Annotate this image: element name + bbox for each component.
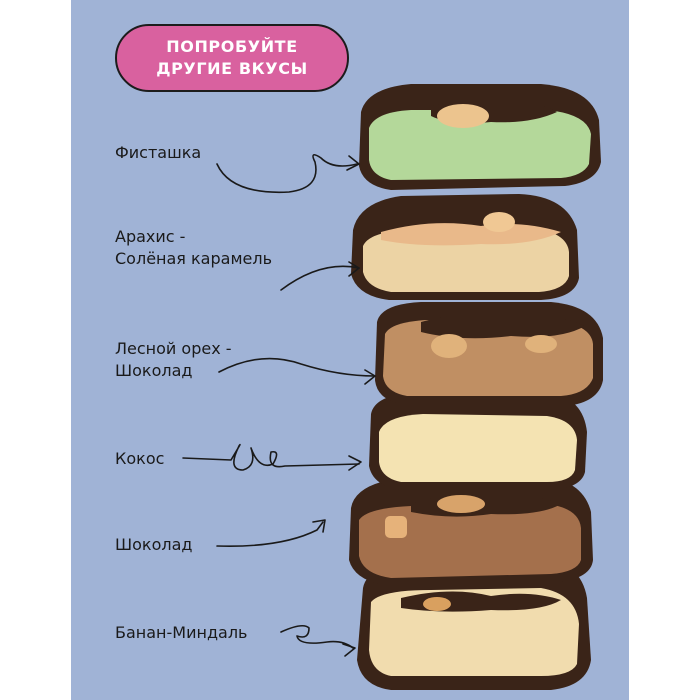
arrow-banana-head	[342, 643, 356, 657]
label-coconut: Кокос	[115, 449, 165, 468]
label-peanut-caramel: Арахис - Солёная карамель	[115, 227, 273, 268]
bar-coconut	[369, 392, 587, 490]
filling-coconut	[379, 414, 577, 482]
bars-illustration	[182, 84, 603, 690]
badge-line-1: ПОПРОБУЙТЕ	[166, 37, 298, 56]
arrow-peanut	[280, 265, 360, 291]
bar-peanut-caramel	[351, 194, 579, 300]
bar-hazelnut-chocolate	[375, 302, 603, 406]
arrow-pistachio	[216, 154, 358, 194]
arrow-chocolate-head	[312, 519, 326, 533]
product-panel: ПОПРОБУЙТЕ ДРУГИЕ ВКУСЫ	[71, 0, 629, 700]
arrow-coconut-head	[348, 455, 362, 471]
bar-banana-almond	[357, 558, 591, 690]
arrow-coconut	[182, 443, 360, 471]
label-chocolate: Шоколад	[115, 535, 193, 554]
label-banana-almond: Банан-Миндаль	[115, 623, 248, 642]
filling-pistachio	[369, 110, 591, 180]
bar-chocolate	[349, 476, 593, 586]
arrow-peanut-head	[348, 261, 360, 277]
filling-chocolate	[359, 504, 581, 578]
bar-pistachio	[359, 84, 601, 190]
arrow-banana	[280, 624, 354, 649]
arrow-hazelnut-head	[364, 369, 376, 385]
label-hazelnut-chocolate: Лесной орех - Шоколад	[115, 339, 232, 380]
arrow-pistachio-head	[346, 155, 360, 171]
try-other-flavors-badge: ПОПРОБУЙТЕ ДРУГИЕ ВКУСЫ	[115, 24, 349, 92]
arrow-hazelnut	[218, 357, 376, 377]
badge-line-2: ДРУГИЕ ВКУСЫ	[156, 59, 308, 78]
arrow-chocolate	[216, 521, 324, 547]
label-pistachio: Фисташка	[115, 143, 202, 162]
